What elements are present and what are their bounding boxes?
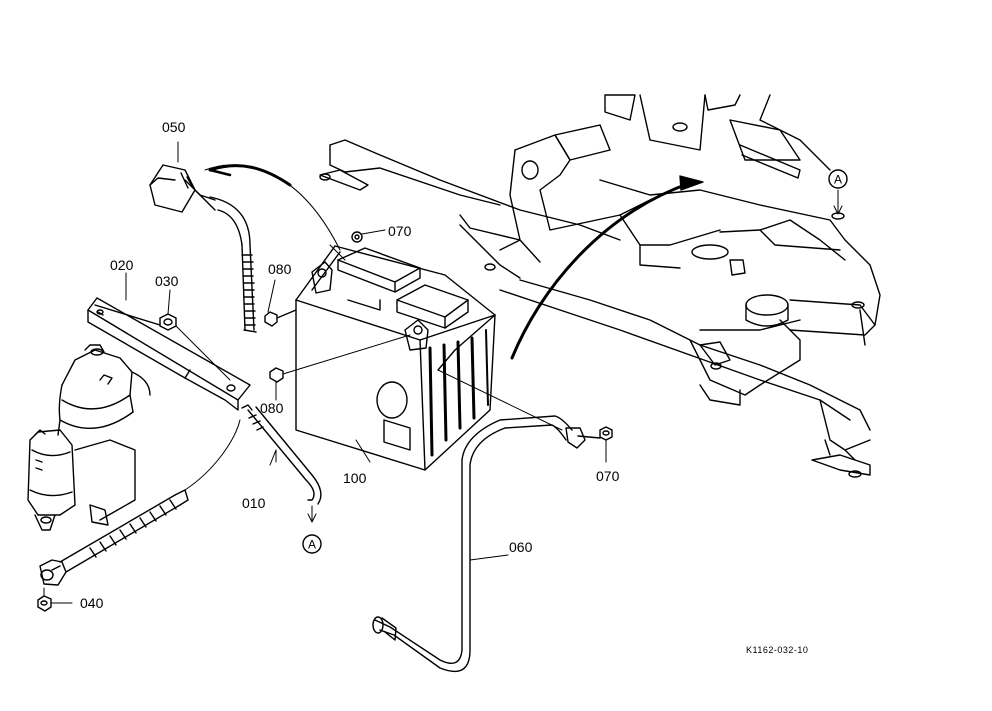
routing-line-top-end: [329, 244, 346, 261]
install-arrow-right: [510, 175, 704, 360]
label-050: 050: [162, 119, 186, 135]
positive-cable: [149, 164, 257, 333]
svg-text:A: A: [308, 538, 316, 552]
part-labels: 050 020 030 080 080 070 100 010 070 060 …: [80, 119, 808, 655]
j-bolt-010: [241, 404, 322, 523]
nut-070-top: [351, 229, 386, 243]
leader-010b: [269, 449, 277, 466]
label-010: 010: [242, 495, 266, 511]
ground-cable: [372, 369, 601, 673]
marker-a-right: A: [828, 169, 848, 189]
nut-070-ground: [599, 426, 613, 463]
label-040: 040: [80, 595, 104, 611]
label-080-lower: 080: [260, 400, 284, 416]
nut-030: [159, 289, 231, 381]
bolt-080-upper: [264, 279, 297, 327]
label-070-ground: 070: [596, 468, 620, 484]
label-020: 020: [110, 257, 134, 273]
svg-text:A: A: [834, 173, 842, 187]
starter-motor: [27, 344, 151, 531]
label-060: 060: [509, 539, 533, 555]
label-070-top: 070: [388, 223, 412, 239]
label-080-upper: 080: [268, 261, 292, 277]
mount-hole-a: [831, 212, 845, 220]
bolt-080-lower: [269, 334, 411, 401]
marker-a-left: A: [302, 534, 322, 554]
drawing-reference: K1162-032-10: [746, 645, 808, 655]
leader-100: [355, 439, 371, 463]
battery: [295, 245, 496, 471]
label-030: 030: [155, 273, 179, 289]
chassis-frame: [319, 94, 881, 478]
routing-arrow-shaft: [208, 164, 292, 187]
leader-a-right-arrow: [833, 205, 843, 215]
battery-bracket: [87, 297, 251, 411]
starter-cable: [39, 419, 241, 586]
label-100: 100: [343, 470, 367, 486]
nut-040: [37, 587, 73, 612]
